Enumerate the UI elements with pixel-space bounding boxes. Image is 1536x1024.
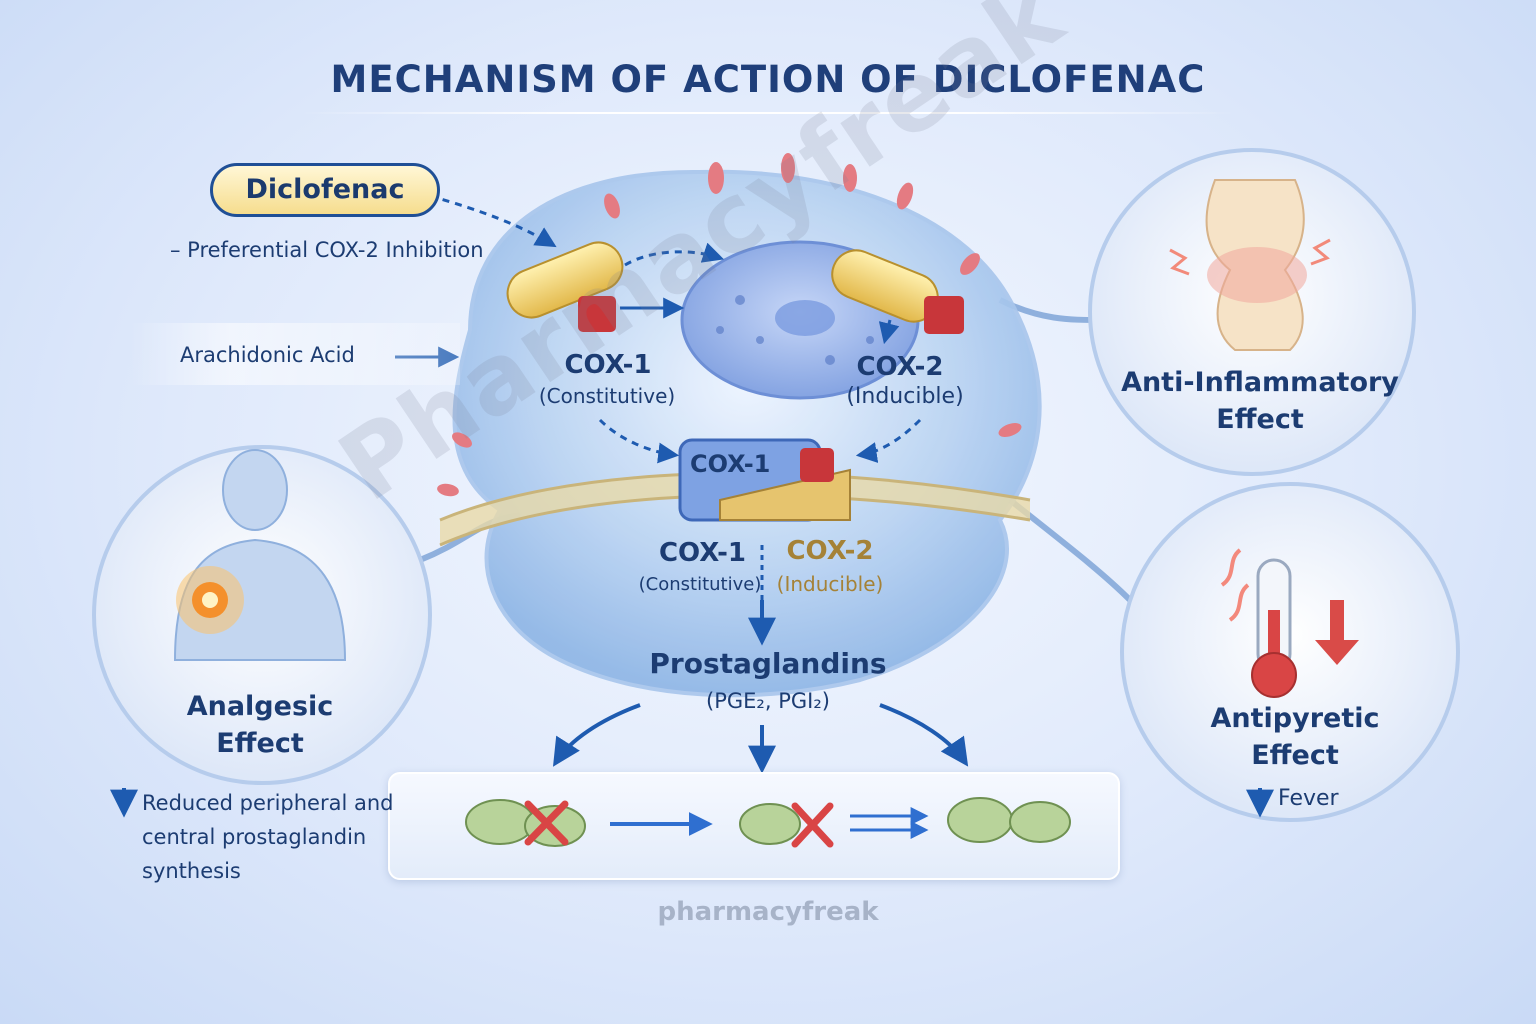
inhibitor-block	[800, 448, 834, 482]
blocked-x-icon	[524, 800, 834, 848]
title-underline	[300, 112, 1236, 114]
antipyretic-effect: Antipyretic Effect	[1170, 700, 1420, 774]
diclofenac-pill: Diclofenac	[210, 163, 440, 217]
prostaglandins-label: Prostaglandins	[649, 647, 887, 680]
membrane	[440, 473, 1030, 545]
cox1-bottom-label: COX-1	[658, 538, 747, 568]
anti-inflammatory-line2: Effect	[1216, 404, 1304, 435]
drug-capsule-left	[506, 241, 624, 319]
thermometer-icon	[1220, 548, 1359, 698]
footer-brand: pharmacyfreak	[657, 897, 879, 927]
antipyretic-line1: Antipyretic	[1210, 703, 1380, 734]
inhibitor-block	[924, 296, 964, 334]
antipyretic-line2: Effect	[1251, 740, 1339, 771]
cox1-bottom-type: (Constitutive)	[638, 574, 762, 595]
arachidonic-acid-label: Arachidonic Acid	[180, 343, 355, 367]
analgesic-line2: Effect	[216, 728, 304, 759]
analgesic-line1: Analgesic	[186, 691, 334, 722]
inhibitor-block	[578, 296, 616, 332]
human-pain-icon	[173, 449, 347, 661]
blocked-synthesis-icons	[465, 797, 1071, 848]
fever-note: Fever	[1278, 786, 1339, 811]
cox2-top-label: COX-2	[856, 352, 944, 382]
arachidonic-band	[130, 323, 460, 385]
cox2-top-type: (Inducible)	[846, 384, 964, 409]
cox2-bottom-label: COX-2	[786, 536, 874, 566]
cox1-top-type: (Constitutive)	[538, 384, 676, 408]
diclofenac-note: – Preferential COX-2 Inhibition	[170, 238, 484, 262]
analgesic-note: Reduced peripheral and central prostagla…	[142, 791, 394, 883]
anti-inflammatory-effect: Anti-Inflammatory Effect	[1100, 364, 1420, 438]
analgesic-effect: Analgesic Effect	[130, 688, 390, 762]
page-title: MECHANISM OF ACTION OF DICLOFENAC	[330, 58, 1206, 101]
anti-inflammatory-line1: Anti-Inflammatory	[1121, 367, 1399, 398]
blocked-synthesis-panel	[388, 772, 1120, 880]
inflamed-joint-icon	[1169, 179, 1331, 351]
membrane-enzyme-label: COX-1	[690, 450, 771, 478]
prostaglandin-types: (PGE₂, PGI₂)	[706, 689, 830, 713]
cox2-bottom-type: (Inducible)	[776, 572, 884, 596]
cox1-top-label: COX-1	[564, 350, 652, 380]
